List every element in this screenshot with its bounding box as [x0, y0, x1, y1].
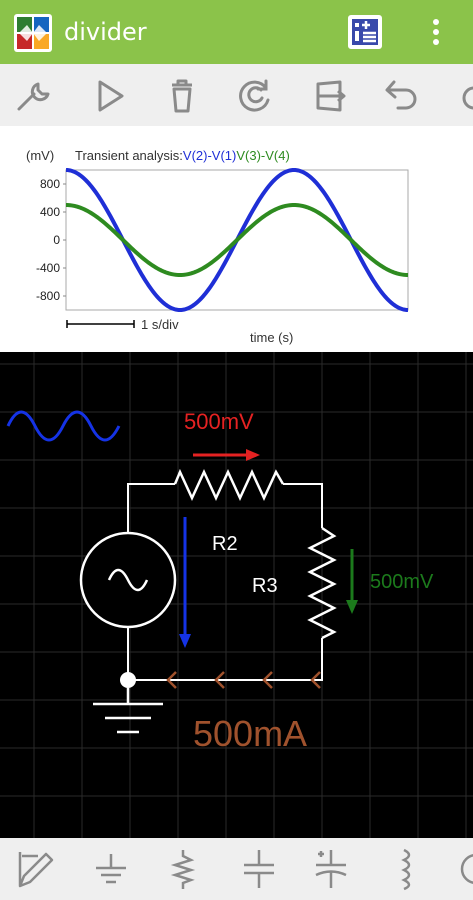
wrench-icon[interactable]	[14, 76, 58, 116]
current-label: 500mA	[193, 713, 307, 754]
resistor-r2[interactable]	[173, 468, 285, 501]
more-components-icon[interactable]	[456, 846, 473, 892]
y-tick-label: 800	[40, 177, 60, 191]
plot-series	[65, 167, 409, 313]
schematic-canvas[interactable]: 500mV R2 R3 500mV 500mA	[0, 352, 473, 838]
capacitor-icon[interactable]	[236, 846, 282, 892]
wire-right-top	[283, 483, 323, 528]
chart-title: Transient analysis:V(2)-V(1)V(3)-V(4)	[75, 148, 290, 163]
transient-plot[interactable]: (mV) Transient analysis:V(2)-V(1)V(3)-V(…	[0, 126, 473, 352]
play-icon[interactable]	[90, 76, 134, 116]
r3-voltage-arrow	[346, 549, 358, 614]
r2-label: R2	[212, 533, 238, 555]
y-ticks: 800 400 0 -400 -800	[36, 177, 66, 303]
ac-symbol-icon	[107, 568, 149, 592]
toolbar	[0, 64, 473, 126]
pencil-icon[interactable]	[14, 846, 60, 892]
more-options-icon[interactable]	[424, 12, 448, 52]
rotate-icon[interactable]	[234, 76, 278, 116]
y-axis-label: (mV)	[26, 148, 54, 163]
scale-label: 1 s/div	[141, 317, 179, 332]
r3-label: R3	[252, 575, 278, 597]
undo-icon[interactable]	[382, 76, 426, 116]
scale-bar	[66, 320, 135, 328]
series-line-2	[65, 202, 409, 278]
app-title: divider	[64, 18, 147, 46]
y-tick-label: 0	[53, 233, 60, 247]
component-palette	[0, 838, 473, 900]
ground-node[interactable]	[120, 672, 136, 688]
r2-voltage-arrow	[193, 449, 260, 461]
trash-icon[interactable]	[162, 76, 206, 116]
resistor-icon[interactable]	[160, 846, 206, 892]
legend-series-2: V(3)-V(4)	[236, 148, 289, 163]
ground-symbol[interactable]	[93, 688, 163, 734]
component-list-icon[interactable]	[346, 12, 388, 52]
flip-icon[interactable]	[310, 76, 354, 116]
polarized-capacitor-icon[interactable]	[308, 846, 354, 892]
r2-voltage-label: 500mV	[184, 409, 254, 434]
legend-series-1: V(2)-V(1)	[183, 148, 236, 163]
app-logo-icon	[13, 13, 53, 53]
ground-icon[interactable]	[88, 846, 134, 892]
redo-icon[interactable]	[454, 76, 473, 116]
y-tick-label: 400	[40, 205, 60, 219]
source-waveform-thumbnail	[6, 410, 121, 442]
current-arrow-blue	[179, 517, 191, 648]
x-axis-label: time (s)	[250, 330, 293, 345]
inductor-icon[interactable]	[384, 846, 430, 892]
schematic-grid	[0, 352, 473, 838]
app-bar: divider	[0, 0, 473, 64]
y-tick-label: -400	[36, 261, 60, 275]
y-tick-label: -800	[36, 289, 60, 303]
r3-voltage-label: 500mV	[370, 571, 434, 593]
current-flow-markers	[166, 671, 321, 689]
wire-bottom	[128, 638, 323, 681]
resistor-r3[interactable]	[307, 526, 337, 640]
